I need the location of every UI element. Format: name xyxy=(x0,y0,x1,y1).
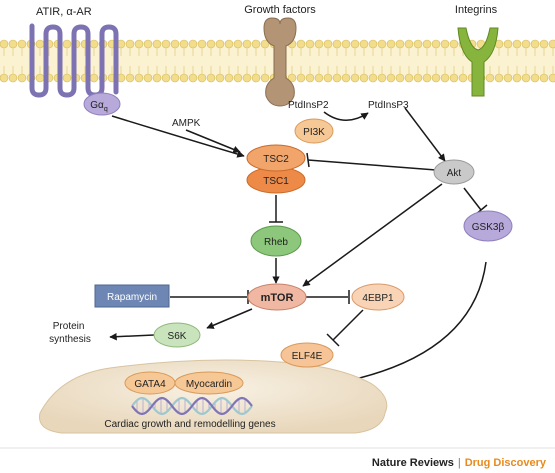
node-elf4e: ELF4E xyxy=(280,342,334,368)
edge-4ebp1-inhibits-elf4e xyxy=(332,309,364,341)
journal-name: Nature Reviews xyxy=(372,457,454,469)
growth-factor-receptor xyxy=(263,17,297,107)
node-rheb: Rheb xyxy=(250,225,302,257)
protein-synthesis-label: Protein synthesis xyxy=(49,321,91,345)
gpcr-receptor xyxy=(29,23,119,98)
protein-synthesis-line1: Protein xyxy=(53,321,85,332)
gpcr-label: ATIR, α-AR xyxy=(36,6,92,18)
galpha-text: Gα xyxy=(90,100,104,111)
svg-text:GATA4: GATA4 xyxy=(134,379,166,390)
svg-text:Myocardin: Myocardin xyxy=(186,379,232,390)
node-pi3k: PI3K xyxy=(294,118,334,144)
svg-text:PI3K: PI3K xyxy=(303,127,325,138)
dna-helix-icon xyxy=(131,396,253,416)
protein-synthesis-line2: synthesis xyxy=(49,334,91,345)
node-rapamycin: Rapamycin xyxy=(94,284,170,308)
ptdinsp3-label: PtdInsP3 xyxy=(368,100,409,111)
edge-pip3-to-akt xyxy=(404,107,446,162)
svg-text:TSC1: TSC1 xyxy=(263,176,289,187)
svg-text:ELF4E: ELF4E xyxy=(292,351,323,362)
edge-akt-inhibits-tsc xyxy=(307,159,437,171)
svg-text:4EBP1: 4EBP1 xyxy=(362,293,394,304)
ptdinsp2-label: PtdInsP2 xyxy=(288,100,329,111)
edge-4ebp1-inhibits-elf4e-bar xyxy=(326,333,340,347)
node-s6k: S6K xyxy=(153,322,201,348)
node-mtor: mTOR xyxy=(247,283,307,311)
node-gsk3b: GSK3β xyxy=(463,210,513,242)
edge-akt-to-mtor xyxy=(302,183,443,287)
growth-factors-label: Growth factors xyxy=(244,4,316,16)
integrin-receptor xyxy=(457,27,499,97)
edge-akt-inhibits-tsc-bar xyxy=(306,152,310,168)
integrins-label: Integrins xyxy=(455,4,498,16)
svg-text:Rapamycin: Rapamycin xyxy=(107,292,157,303)
edge-ampk-to-tsc xyxy=(185,129,241,153)
svg-text:GSK3β: GSK3β xyxy=(472,222,505,233)
node-4ebp1: 4EBP1 xyxy=(351,283,405,311)
edge-s6k-to-protein xyxy=(109,332,155,341)
node-myocardin: Myocardin xyxy=(174,371,244,395)
svg-text:Akt: Akt xyxy=(447,168,462,179)
galpha-subscript: q xyxy=(104,106,108,113)
svg-text:Rheb: Rheb xyxy=(264,237,288,248)
edge-mtor-to-s6k xyxy=(206,308,253,329)
nucleus xyxy=(38,359,388,434)
node-galpha-q: Gαq xyxy=(83,92,121,116)
node-tsc2: TSC2 xyxy=(246,144,306,172)
node-gata4: GATA4 xyxy=(124,371,176,395)
edge-pip2-to-pip3 xyxy=(323,111,369,121)
svg-text:mTOR: mTOR xyxy=(261,292,294,304)
footer-separator: | xyxy=(458,457,461,469)
pathway-edges xyxy=(109,107,488,396)
node-akt: Akt xyxy=(433,159,475,185)
svg-text:TSC2: TSC2 xyxy=(263,154,289,165)
footer-credit: Nature Reviews | Drug Discovery xyxy=(372,457,547,469)
edge-gq-to-tsc xyxy=(111,115,245,158)
svg-text:S6K: S6K xyxy=(168,331,187,342)
ampk-label: AMPK xyxy=(172,118,201,129)
svg-text:Gαq: Gαq xyxy=(90,100,108,113)
edge-akt-inhibits-gsk xyxy=(463,187,482,211)
section-name: Drug Discovery xyxy=(465,457,547,469)
cardiac-genes-label: Cardiac growth and remodelling genes xyxy=(104,419,275,430)
